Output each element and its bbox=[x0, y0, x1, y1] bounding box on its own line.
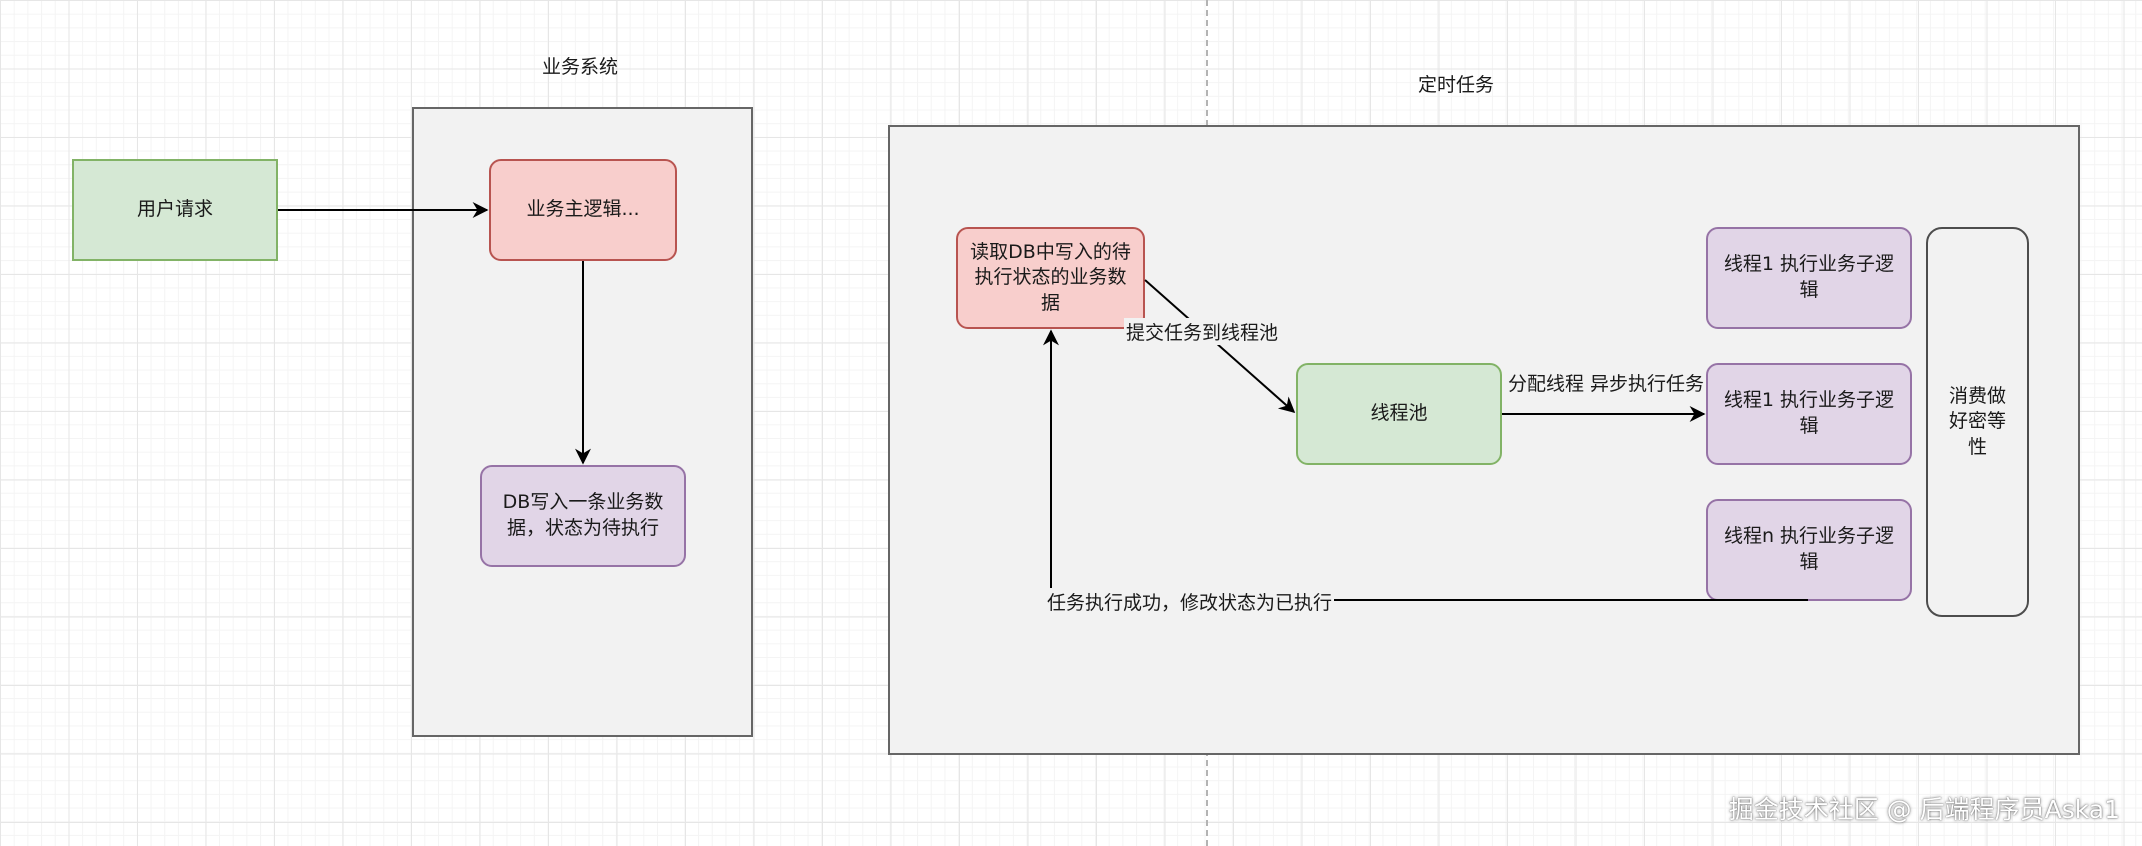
submit-to-pool-label: 提交任务到线程池 bbox=[1124, 318, 1281, 345]
success-label: 任务执行成功，修改状态为已执行 bbox=[1045, 588, 1335, 615]
thread-node-2[interactable]: 线程1 执行业务子逻辑 bbox=[1706, 363, 1912, 465]
thread-pool-node[interactable]: 线程池 bbox=[1296, 363, 1502, 465]
read-db-node[interactable]: 读取DB中写入的待执行状态的业务数据 bbox=[956, 227, 1145, 329]
thread-node-n[interactable]: 线程n 执行业务子逻辑 bbox=[1706, 499, 1912, 601]
assign-thread-label: 分配线程 异步执行任务 bbox=[1506, 369, 1707, 396]
thread-node-1[interactable]: 线程1 执行业务子逻辑 bbox=[1706, 227, 1912, 329]
user-request-node[interactable]: 用户请求 bbox=[72, 159, 278, 261]
watermark: 掘金技术社区 @ 后端程序员Aska1 bbox=[1728, 795, 2120, 824]
idempotent-note[interactable]: 消费做好密等性 bbox=[1926, 227, 2029, 617]
scheduled-task-title: 定时任务 bbox=[1418, 74, 1495, 96]
business-system-title: 业务系统 bbox=[542, 56, 619, 78]
main-logic-node[interactable]: 业务主逻辑... bbox=[489, 159, 677, 261]
db-write-node[interactable]: DB写入一条业务数据，状态为待执行 bbox=[480, 465, 686, 567]
